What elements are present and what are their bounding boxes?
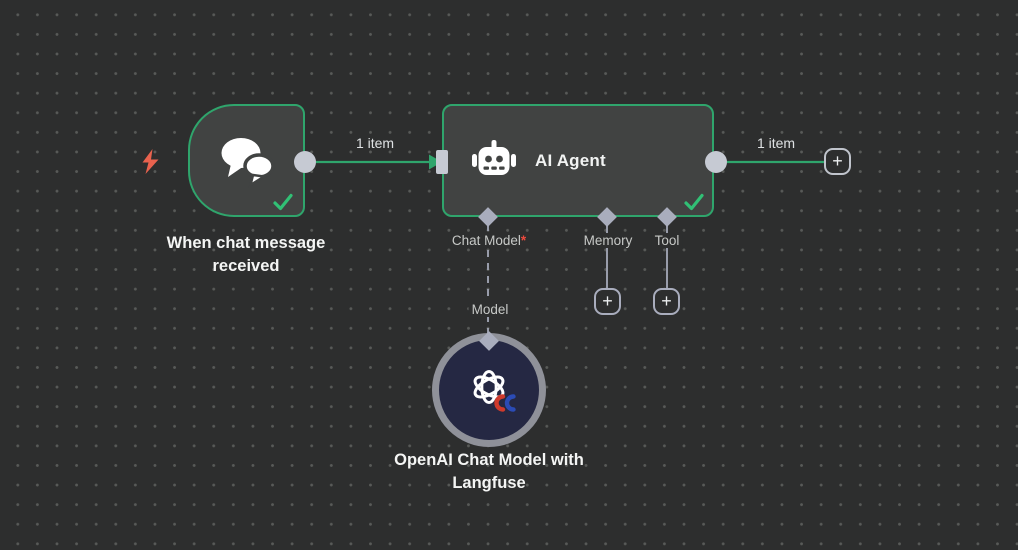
chat-model-label-text: Chat Model bbox=[451, 233, 521, 248]
robot-icon bbox=[472, 139, 516, 175]
langfuse-badge-icon bbox=[494, 394, 516, 412]
chat-model-port-label: Chat Model* bbox=[448, 233, 530, 248]
tool-port-label: Tool bbox=[651, 233, 683, 248]
add-next-node-button[interactable]: + bbox=[824, 148, 851, 175]
success-check-icon bbox=[273, 193, 293, 211]
chat-bubbles-icon bbox=[221, 137, 275, 188]
agent-node-title: AI Agent bbox=[535, 150, 606, 170]
required-asterisk: * bbox=[520, 233, 527, 248]
node-ai-agent[interactable]: AI Agent bbox=[442, 104, 714, 217]
add-tool-button[interactable]: + bbox=[653, 288, 680, 315]
connection-arrowhead-icon bbox=[429, 154, 442, 170]
add-memory-button[interactable]: + bbox=[594, 288, 621, 315]
trigger-bolt-icon bbox=[142, 149, 159, 174]
agent-input-port[interactable] bbox=[436, 150, 448, 174]
openai-logo-icon bbox=[466, 364, 516, 412]
items-count-label: 1 item bbox=[355, 135, 395, 151]
trigger-output-port[interactable] bbox=[294, 151, 316, 173]
items-count-label: 1 item bbox=[756, 135, 796, 151]
openai-node-title: OpenAI Chat Model with Langfuse bbox=[394, 451, 584, 492]
success-check-icon bbox=[684, 193, 704, 211]
trigger-node-title: When chat message received bbox=[166, 234, 326, 275]
node-chat-trigger[interactable] bbox=[188, 104, 305, 217]
agent-output-port[interactable] bbox=[705, 151, 727, 173]
memory-port-label: Memory bbox=[580, 233, 636, 248]
model-wire-label: Model bbox=[468, 302, 512, 317]
